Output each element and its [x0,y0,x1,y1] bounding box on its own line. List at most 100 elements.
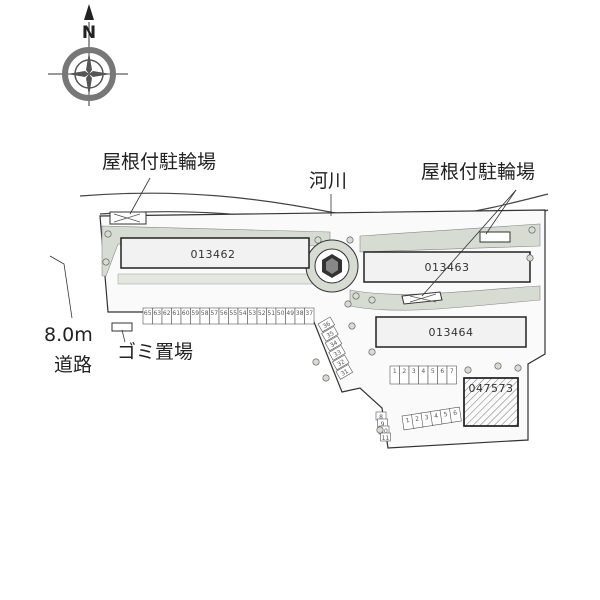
building-label-013464: 013464 [429,326,474,339]
parking-top-slot: 52 [256,307,267,325]
parking-corner-slot-number: 10 [380,428,388,435]
parking-diag-slot-number: 33 [333,349,343,359]
building-047573: 047573 [463,377,519,427]
parking-diag-slot-number: 34 [329,339,339,349]
parking-diag-slot: 36 [317,316,336,333]
parking-top-slot-number: 49 [286,310,294,317]
parking-top-slot-number: 50 [277,310,285,317]
tree-icon [526,254,534,262]
road-label: 道路 [54,354,93,376]
parking-top-slot: 62 [161,307,172,325]
parking-bottom-slot-number: 4 [434,412,439,419]
parking-diag-slot-number: 35 [325,330,335,340]
parking-top-slot: 38 [294,307,305,325]
parking-diag-slot-number: 36 [322,320,332,330]
parking-bottom-slot: 5 [439,408,453,425]
parking-diag-slot: 32 [331,354,350,371]
tree-icon [352,292,360,300]
parking-mid-slot: 4 [418,365,429,385]
parking-bottom-slot-number: 5 [443,411,448,418]
parking-top-slot: 50 [275,307,286,325]
parking-corner-slot-number: 8 [379,414,383,421]
river-label: 河川 [309,170,348,192]
parking-top-slot-number: 59 [191,310,199,317]
parking-mid-slot-number: 7 [450,368,454,375]
tree-icon [348,322,356,330]
parking-top-slot-number: 61 [172,310,180,317]
parking-top-slot-number: 54 [239,310,247,317]
building-013462: 013462 [120,237,310,269]
garbage-area [111,322,133,332]
parking-top-slot-number: 37 [305,310,313,317]
parking-top-slot-number: 57 [210,310,218,317]
tree-icon [102,258,110,266]
tree-icon [346,236,354,244]
tree-icon [368,296,376,304]
parking-top-slot: 61 [171,307,182,325]
parking-top-slot: 57 [209,307,220,325]
parking-diag-slot: 31 [335,364,354,380]
tree-icon [322,374,330,382]
tree-icon [368,348,376,356]
parking-corner-slot-number: 9 [381,421,385,428]
tree-icon [514,364,522,372]
building-label-013462: 013462 [191,248,236,261]
parking-mid-slot-number: 4 [421,368,425,375]
parking-top-slot: 49 [285,307,296,325]
parking-bottom-slot-number: 2 [415,415,420,422]
compass-north-label: N [82,23,96,43]
parking-top-slot: 37 [304,307,315,325]
parking-top-slot-number: 62 [163,310,171,317]
building-label-047573: 047573 [469,382,514,395]
parking-top-slot: 58 [199,307,210,325]
parking-top-slot: 59 [190,307,201,325]
parking-mid-slot-number: 2 [402,368,406,375]
parking-mid-slot: 1 [389,365,400,385]
parking-mid-slot: 3 [408,365,419,385]
parking-diag-slot: 35 [321,326,339,342]
tree-icon [104,230,112,238]
parking-diag-slot: 34 [324,335,343,352]
parking-diag-slot: 33 [328,345,346,361]
compass-rose-icon: N [48,4,128,106]
parking-top-slot: 63 [152,307,163,325]
bike-shelter-right-label: 屋根付駐輪場 [421,161,536,183]
roundabout [305,239,359,293]
bike-shelter-left-label: 屋根付駐輪場 [102,151,217,173]
parking-mid-slot-number: 1 [393,368,397,375]
parking-top-slot: 56 [218,307,229,325]
tree-icon [376,426,384,434]
parking-mid-slot: 2 [399,365,410,385]
parking-top-slot: 65 [142,307,153,325]
parking-top-slot-number: 51 [267,310,275,317]
building-013464: 013464 [375,316,527,348]
trees [102,226,536,434]
building-013463: 013463 [363,251,531,283]
garbage-label: ゴミ置場 [117,341,194,363]
tree-icon [312,358,320,366]
parking-mid-slot: 6 [437,365,448,385]
parking-mid-slot: 5 [427,365,438,385]
parking-top-slot: 60 [180,307,191,325]
parking-top-slot-number: 63 [153,310,161,317]
road-width-label: 8.0m [44,324,93,346]
parking-diag-slot-number: 31 [340,368,350,378]
parking-top-slot-number: 60 [182,310,190,317]
parking-top-slot: 54 [237,307,248,325]
leader-lines [49,177,517,343]
bike-shelter-right [401,231,511,305]
parking-mid-slot-number: 5 [431,368,435,375]
parking-bottom-slot-number: 6 [453,409,458,416]
parking-bottom-slot-number: 1 [405,417,410,424]
tree-icon [344,300,352,308]
tree-icon [464,366,472,374]
parking-mid-slot-number: 3 [412,368,416,375]
parking-diag-slot-number: 32 [336,358,346,368]
parking-top-slot-number: 52 [258,310,266,317]
parking-corner-slot: 11 [380,432,391,442]
